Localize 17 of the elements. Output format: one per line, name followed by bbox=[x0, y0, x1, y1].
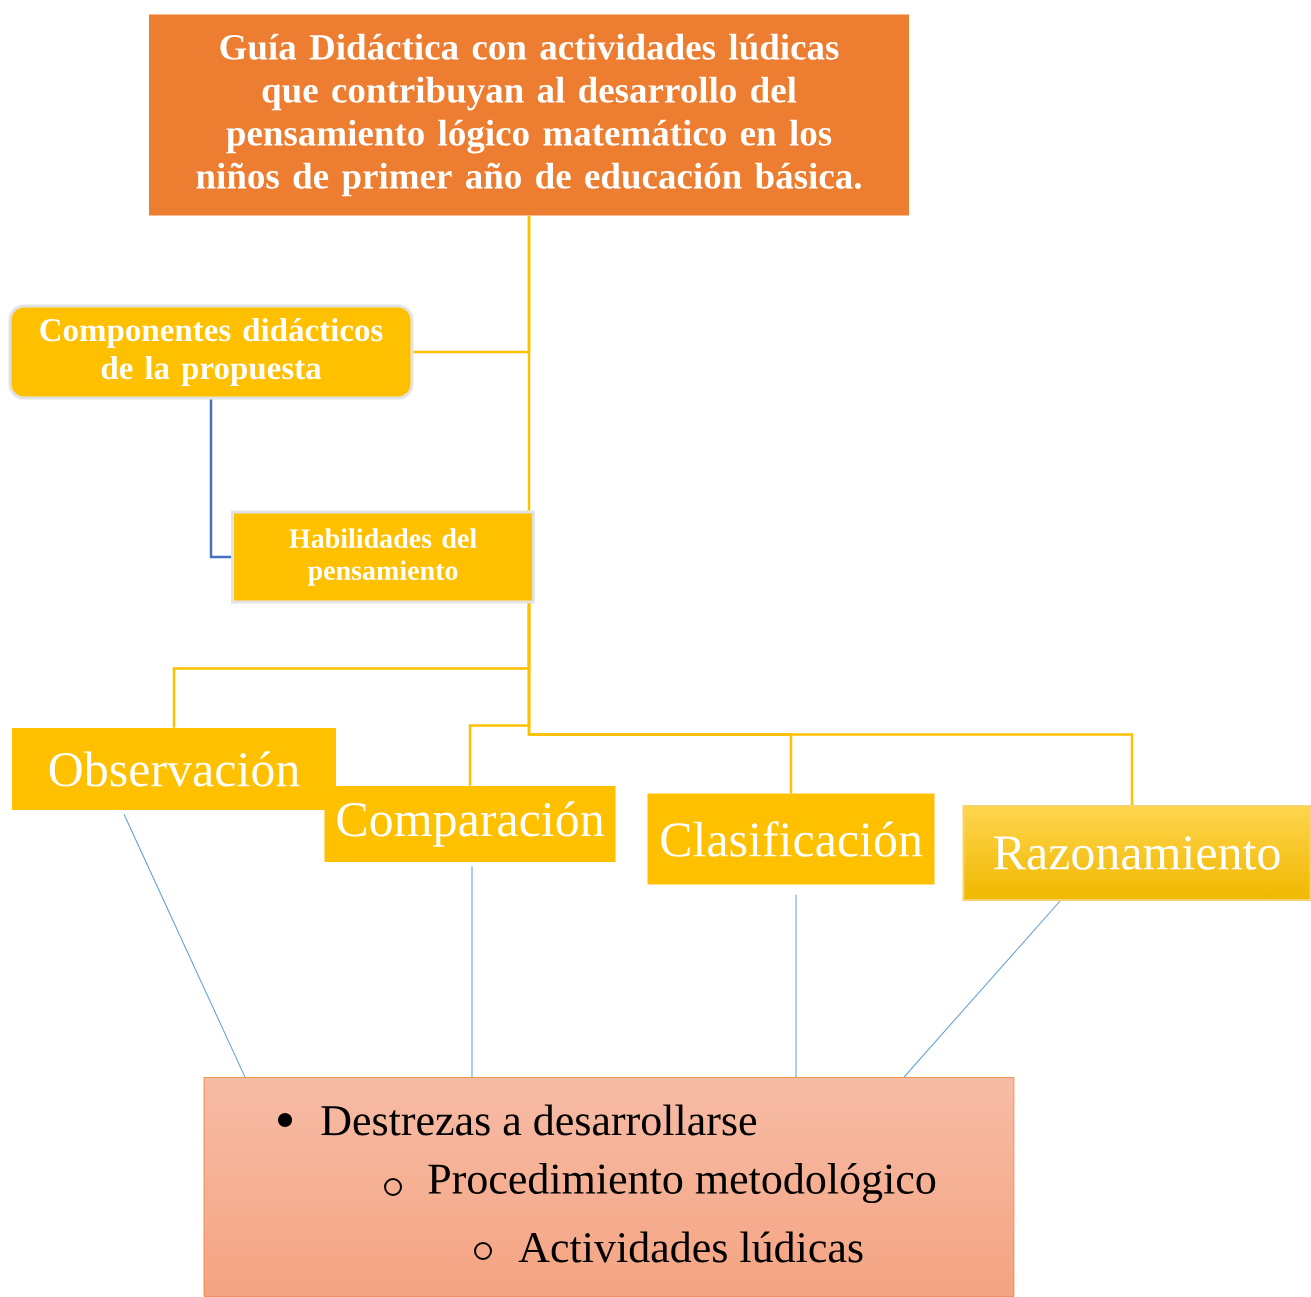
skill-box: Comparación bbox=[324, 786, 616, 862]
process-box: Habilidades del pensamiento bbox=[231, 510, 535, 604]
title-box: Guía Didáctica con actividades lúdicas que contribuyan al desarrollo del pensamiento lógico matemático en los niños de primer año de educación básica. bbox=[149, 14, 909, 216]
connector-line bbox=[527, 215, 531, 511]
skill-box: Observación bbox=[12, 728, 336, 810]
list-text: Actividades lúdicas bbox=[518, 1231, 863, 1263]
list-text: Destrezas a desarrollarse bbox=[321, 1104, 757, 1136]
connector-line bbox=[795, 894, 797, 1078]
list-text: Procedimiento metodológico bbox=[428, 1162, 936, 1204]
skill-box: Clasificación bbox=[647, 793, 935, 885]
connector-line bbox=[527, 603, 1134, 805]
connector-line bbox=[471, 865, 473, 1078]
connector-line bbox=[123, 813, 246, 1078]
connector-line bbox=[209, 399, 231, 559]
skill-box: Razonamiento bbox=[962, 805, 1311, 901]
rounded-box: Componentes didácticos de la propuesta bbox=[8, 304, 414, 400]
connector-line bbox=[903, 900, 1061, 1078]
